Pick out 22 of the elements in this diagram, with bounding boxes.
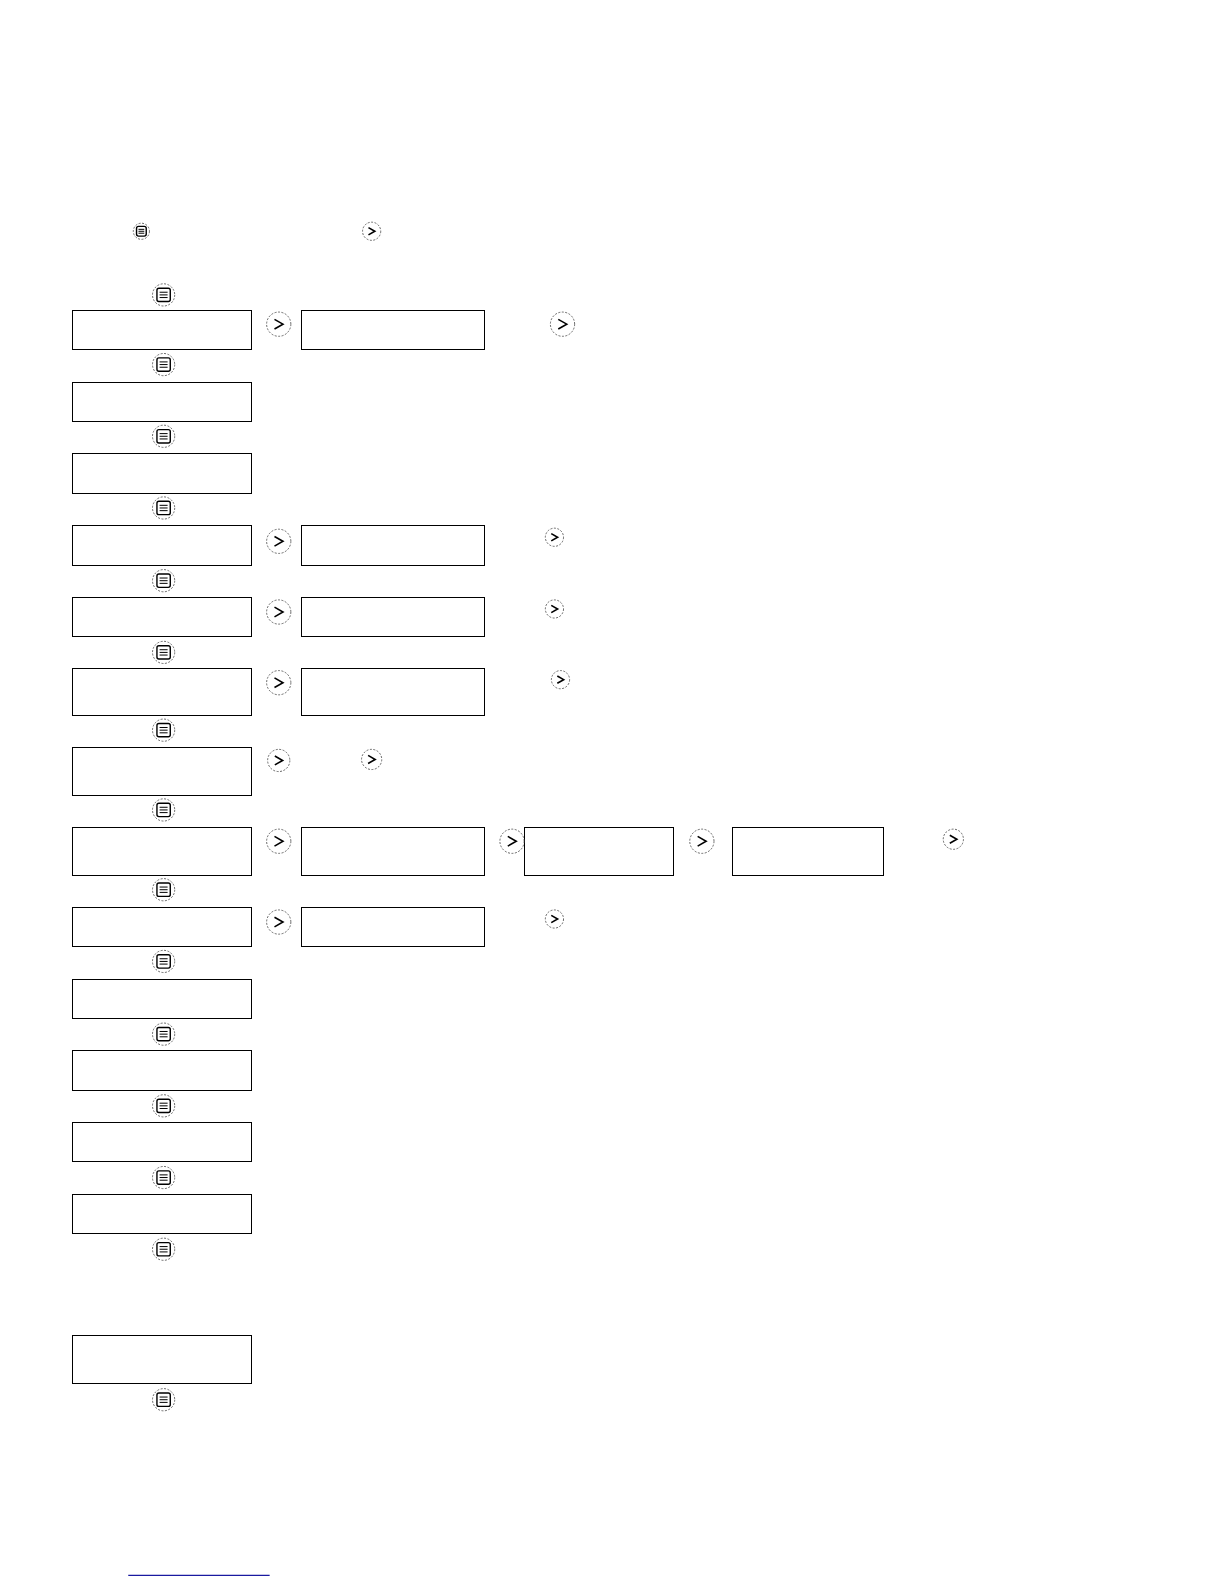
process-box	[71, 596, 253, 638]
process-box	[300, 827, 485, 876]
process-box	[300, 310, 485, 351]
process-box	[71, 667, 253, 716]
process-box	[71, 453, 253, 494]
process-box	[300, 525, 485, 566]
process-box	[71, 1193, 253, 1235]
process-box	[71, 978, 253, 1019]
process-box	[71, 906, 253, 948]
process-box	[71, 1335, 253, 1384]
process-box	[71, 525, 253, 566]
process-box	[71, 827, 253, 876]
process-box	[300, 906, 485, 948]
process-box	[71, 1122, 253, 1163]
process-box	[300, 667, 485, 716]
process-box	[524, 827, 674, 876]
process-box	[71, 310, 253, 351]
process-box	[71, 747, 253, 796]
process-box	[71, 381, 253, 423]
process-box	[732, 827, 884, 876]
process-box	[71, 1050, 253, 1091]
process-box	[300, 596, 485, 638]
